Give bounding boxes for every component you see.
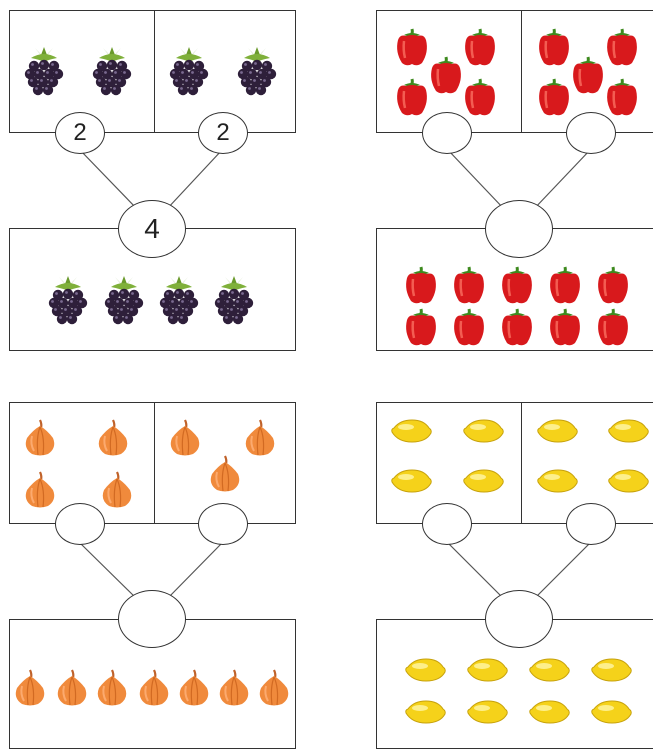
red-pepper-icon <box>497 264 537 311</box>
lemon-icon <box>534 416 580 451</box>
part-left <box>10 403 155 523</box>
lemon-icon <box>464 655 510 690</box>
part-circle-left[interactable]: 2 <box>55 112 105 154</box>
onion-icon <box>20 418 60 463</box>
red-pepper-icon <box>401 306 441 353</box>
lemon-icon <box>526 655 572 690</box>
whole-circle[interactable]: 4 <box>118 200 186 258</box>
red-pepper-icon <box>534 76 574 123</box>
red-pepper-icon <box>593 306 633 353</box>
red-pepper-icon <box>392 76 432 123</box>
part-left <box>377 403 522 523</box>
blackberry-icon <box>17 44 71 103</box>
lemon-icon <box>402 697 448 732</box>
blackberry-icon <box>152 273 206 332</box>
part-circle-left[interactable] <box>55 503 105 545</box>
connector-line <box>532 149 591 211</box>
red-pepper-icon <box>426 54 466 101</box>
lemon-icon <box>605 466 651 501</box>
red-pepper-icon <box>460 76 500 123</box>
onion-icon <box>174 668 214 713</box>
lemon-icon <box>388 466 434 501</box>
part-left <box>377 11 522 132</box>
onion-icon <box>52 668 92 713</box>
blackberry-icon <box>41 273 95 332</box>
part-circle-right[interactable] <box>198 503 248 545</box>
red-pepper-icon <box>460 26 500 73</box>
red-pepper-icon <box>545 264 585 311</box>
lemon-icon <box>534 466 580 501</box>
onion-icon <box>93 418 133 463</box>
blackberry-icon <box>207 273 261 332</box>
red-pepper-icon <box>392 26 432 73</box>
red-pepper-icon <box>534 26 574 73</box>
red-pepper-icon <box>497 306 537 353</box>
part-left <box>10 11 155 132</box>
red-pepper-icon <box>602 26 642 73</box>
red-pepper-icon <box>449 264 489 311</box>
part-circle-right[interactable] <box>566 112 616 154</box>
lemon-icon <box>588 655 634 690</box>
connector-line <box>447 542 506 601</box>
onion-icon <box>97 470 137 515</box>
onion-icon <box>254 668 294 713</box>
connector-line <box>532 542 591 601</box>
onion-icon <box>92 668 132 713</box>
connector-line <box>165 542 223 601</box>
onion-icon <box>20 470 60 515</box>
red-pepper-icon <box>602 76 642 123</box>
connector-line <box>165 149 223 211</box>
connector-line <box>79 149 139 211</box>
lemon-icon <box>388 416 434 451</box>
part-circle-right[interactable] <box>566 503 616 545</box>
red-pepper-icon <box>568 54 608 101</box>
red-pepper-icon <box>545 306 585 353</box>
onion-icon <box>240 418 280 463</box>
connector-line <box>79 542 139 601</box>
blackberry-icon <box>85 44 139 103</box>
lemon-icon <box>460 466 506 501</box>
part-circle-left[interactable] <box>422 503 472 545</box>
lemon-icon <box>402 655 448 690</box>
onion-icon <box>205 454 245 499</box>
whole-circle[interactable] <box>485 590 553 648</box>
red-pepper-icon <box>593 264 633 311</box>
red-pepper-icon <box>449 306 489 353</box>
whole-circle[interactable] <box>485 200 553 258</box>
whole-circle[interactable] <box>118 590 186 648</box>
part-circle-right[interactable]: 2 <box>198 112 248 154</box>
lemon-icon <box>526 697 572 732</box>
onion-icon <box>214 668 254 713</box>
lemon-icon <box>464 697 510 732</box>
blackberry-icon <box>230 44 284 103</box>
lemon-icon <box>605 416 651 451</box>
part-circle-left[interactable] <box>422 112 472 154</box>
onion-icon <box>10 668 50 713</box>
blackberry-icon <box>162 44 216 103</box>
onion-icon <box>165 418 205 463</box>
red-pepper-icon <box>401 264 441 311</box>
lemon-icon <box>460 416 506 451</box>
part-box-top <box>9 402 296 524</box>
connector-line <box>447 149 506 211</box>
lemon-icon <box>588 697 634 732</box>
blackberry-icon <box>97 273 151 332</box>
onion-icon <box>134 668 174 713</box>
